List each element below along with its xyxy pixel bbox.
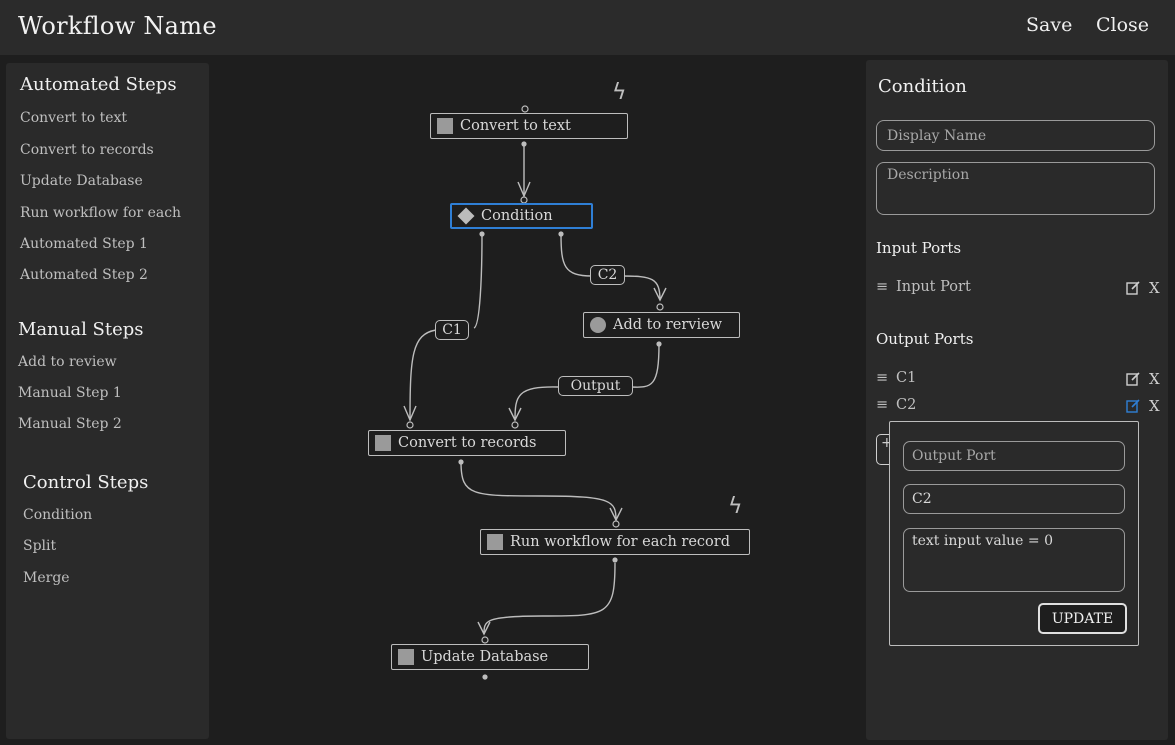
output-ports-title: Output Ports — [876, 330, 974, 348]
node-run-workflow-for-each[interactable]: Run workflow for each record — [480, 529, 750, 555]
node-label: Convert to text — [460, 118, 571, 134]
close-button[interactable]: Close — [1096, 14, 1150, 36]
automated-steps-title: Automated Steps — [20, 74, 177, 95]
panel-title: Condition — [878, 76, 967, 97]
port-dot — [481, 636, 489, 644]
edit-icon[interactable] — [1125, 280, 1141, 296]
palette-item-automated-step-2[interactable]: Automated Step 2 — [20, 267, 148, 283]
output-port-row-c1: ≡ C1 X — [876, 370, 1162, 390]
connector-run-update-db — [483, 562, 616, 635]
connector-condition-c2 — [560, 233, 593, 277]
connector-convert-records-run — [460, 461, 617, 521]
edit-port-popup: text input value = 0 UPDATE — [889, 421, 1139, 646]
port-dot — [612, 557, 618, 563]
palette-item-convert-to-records[interactable]: Convert to records — [20, 142, 154, 158]
condition-expression-input[interactable]: text input value = 0 — [903, 528, 1125, 592]
port-dot — [558, 231, 564, 237]
manual-steps-title: Manual Steps — [18, 319, 144, 340]
port-dot — [406, 421, 414, 429]
node-label: Update Database — [421, 649, 549, 665]
drag-handle-icon[interactable]: ≡ — [876, 397, 889, 413]
port-dot — [656, 303, 664, 311]
input-port-row: ≡ Input Port X — [876, 279, 1162, 299]
connector-lines — [403, 105, 667, 680]
top-bar: Workflow Name Save Close — [0, 0, 1175, 55]
port-dot — [521, 105, 529, 113]
step-palette: Automated Steps Convert to text Convert … — [6, 63, 209, 739]
node-label: Add to rerview — [613, 317, 723, 333]
connector-condition-c1 — [473, 233, 483, 329]
workflow-title: Workflow Name — [18, 12, 217, 40]
port-name: C1 — [896, 370, 917, 386]
edit-icon[interactable] — [1125, 371, 1141, 387]
port-name-input[interactable] — [903, 484, 1125, 514]
node-condition[interactable]: Condition — [450, 203, 593, 229]
node-label: Run workflow for each record — [510, 534, 730, 550]
palette-item-update-database[interactable]: Update Database — [20, 173, 143, 189]
drag-handle-icon[interactable]: ≡ — [876, 279, 889, 295]
diamond-icon — [457, 207, 475, 225]
connector-output-convert-records — [514, 386, 559, 421]
output-port-row-c2: ≡ C2 X — [876, 397, 1162, 417]
update-button[interactable]: UPDATE — [1038, 603, 1127, 634]
delete-icon[interactable]: X — [1149, 279, 1160, 297]
node-add-to-review[interactable]: Add to rerview — [583, 312, 740, 338]
lightning-icon: ϟ — [728, 494, 743, 519]
save-button[interactable]: Save — [1026, 14, 1073, 36]
node-convert-to-text[interactable]: Convert to text — [430, 113, 628, 139]
palette-item-condition[interactable]: Condition — [23, 507, 93, 523]
palette-item-manual-step-1[interactable]: Manual Step 1 — [18, 385, 122, 401]
edit-icon[interactable] — [1125, 398, 1141, 414]
square-icon — [398, 649, 414, 665]
connector-add-review-output — [631, 343, 660, 388]
description-input[interactable] — [876, 162, 1155, 215]
control-steps-title: Control Steps — [23, 472, 149, 493]
node-update-database[interactable]: Update Database — [391, 644, 589, 670]
port-dot — [612, 520, 620, 528]
edge-label-c1[interactable]: C1 — [435, 320, 469, 340]
connector-c2-add-review — [621, 275, 661, 301]
properties-panel: Condition Input Ports ≡ Input Port X Out… — [866, 60, 1168, 740]
port-dot — [656, 341, 662, 347]
workflow-canvas[interactable]: ϟ ϟ Convert to text Condition Add to rer… — [212, 56, 862, 745]
connector-c1-convert-records — [409, 329, 437, 421]
port-dot — [458, 459, 464, 465]
port-dot — [511, 421, 519, 429]
port-name: C2 — [896, 397, 917, 413]
palette-item-merge[interactable]: Merge — [23, 570, 70, 586]
palette-item-split[interactable]: Split — [23, 538, 57, 554]
port-dot — [479, 231, 485, 237]
delete-icon[interactable]: X — [1149, 370, 1160, 388]
square-icon — [437, 118, 453, 134]
output-port-type-input[interactable] — [903, 441, 1125, 471]
node-label: Convert to records — [398, 435, 537, 451]
palette-item-convert-to-text[interactable]: Convert to text — [20, 110, 128, 126]
lightning-icon: ϟ — [612, 80, 627, 105]
display-name-input[interactable] — [876, 120, 1155, 151]
palette-item-run-workflow-for-each[interactable]: Run workflow for each — [20, 205, 182, 221]
palette-item-manual-step-2[interactable]: Manual Step 2 — [18, 416, 122, 432]
palette-item-add-to-review[interactable]: Add to review — [18, 354, 117, 370]
delete-icon[interactable]: X — [1149, 397, 1160, 415]
port-dot — [521, 141, 527, 147]
square-icon — [487, 534, 503, 550]
port-dot — [482, 674, 488, 680]
circle-icon — [590, 317, 606, 333]
node-convert-to-records[interactable]: Convert to records — [368, 430, 566, 456]
node-label: Condition — [481, 208, 553, 224]
port-name: Input Port — [896, 279, 971, 295]
edge-label-output[interactable]: Output — [558, 376, 633, 396]
drag-handle-icon[interactable]: ≡ — [876, 370, 889, 386]
square-icon — [375, 435, 391, 451]
palette-item-automated-step-1[interactable]: Automated Step 1 — [20, 236, 148, 252]
input-ports-title: Input Ports — [876, 239, 962, 257]
edge-label-c2[interactable]: C2 — [590, 265, 625, 285]
